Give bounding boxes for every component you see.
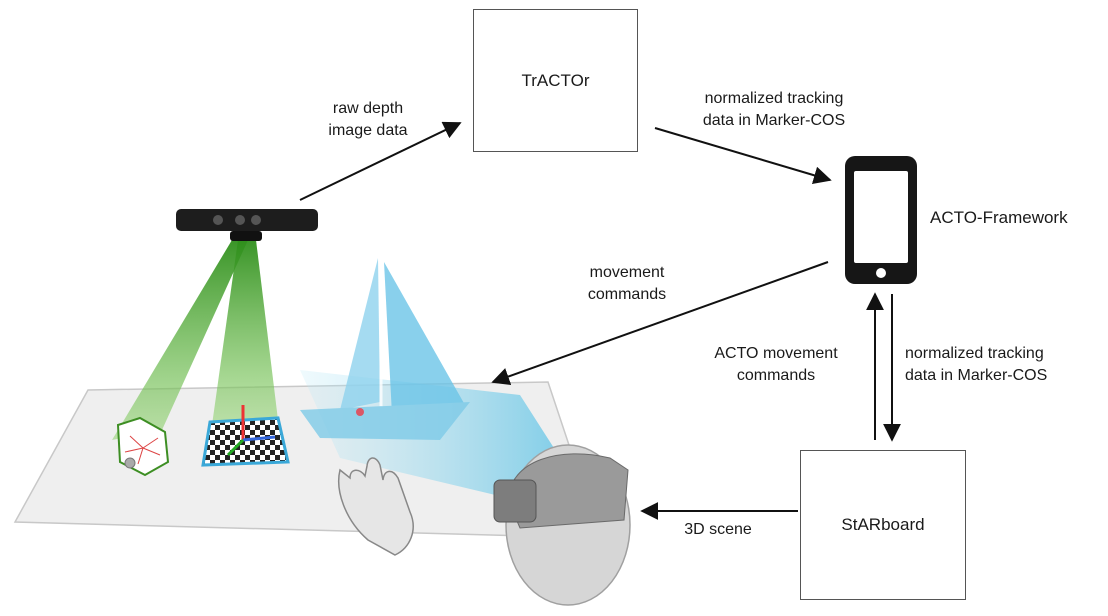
tractor-box: TrACTOr	[473, 9, 638, 152]
checkerboard-marker-icon	[201, 405, 290, 467]
virtual-sailboat-icon	[300, 258, 470, 440]
hand-icon	[338, 457, 414, 556]
depth-edge-label: raw depth image data	[328, 100, 408, 139]
movement-edge-label: movement commands	[587, 264, 667, 303]
tractor-label: TrACTOr	[521, 70, 590, 90]
smartphone-icon	[845, 156, 917, 284]
depth-beam-left	[112, 240, 248, 440]
tracking-top-edge-label: normalized tracking data in Marker-COS	[702, 90, 846, 129]
framework-label: ACTO-Framework	[930, 208, 1068, 227]
hexagon-marker-icon	[116, 416, 170, 477]
hmd-user-head-icon	[493, 444, 631, 606]
starboard-box: StARboard	[800, 450, 966, 600]
starboard-label: StARboard	[841, 515, 925, 534]
depth-camera-icon	[176, 209, 318, 241]
tracking-side-edge-label: normalized tracking data in Marker-COS	[905, 345, 1048, 384]
arrow-tractor-to-framework	[654, 127, 832, 185]
arrow-depth-to-tractor	[299, 121, 462, 201]
depth-beam-right	[212, 240, 278, 425]
flow-arrows	[299, 121, 901, 520]
arrow-framework-to-robots	[491, 261, 829, 386]
scene-edge-label: 3D scene	[684, 521, 752, 538]
acto-movement-edge-label: ACTO movement commands	[714, 345, 838, 384]
